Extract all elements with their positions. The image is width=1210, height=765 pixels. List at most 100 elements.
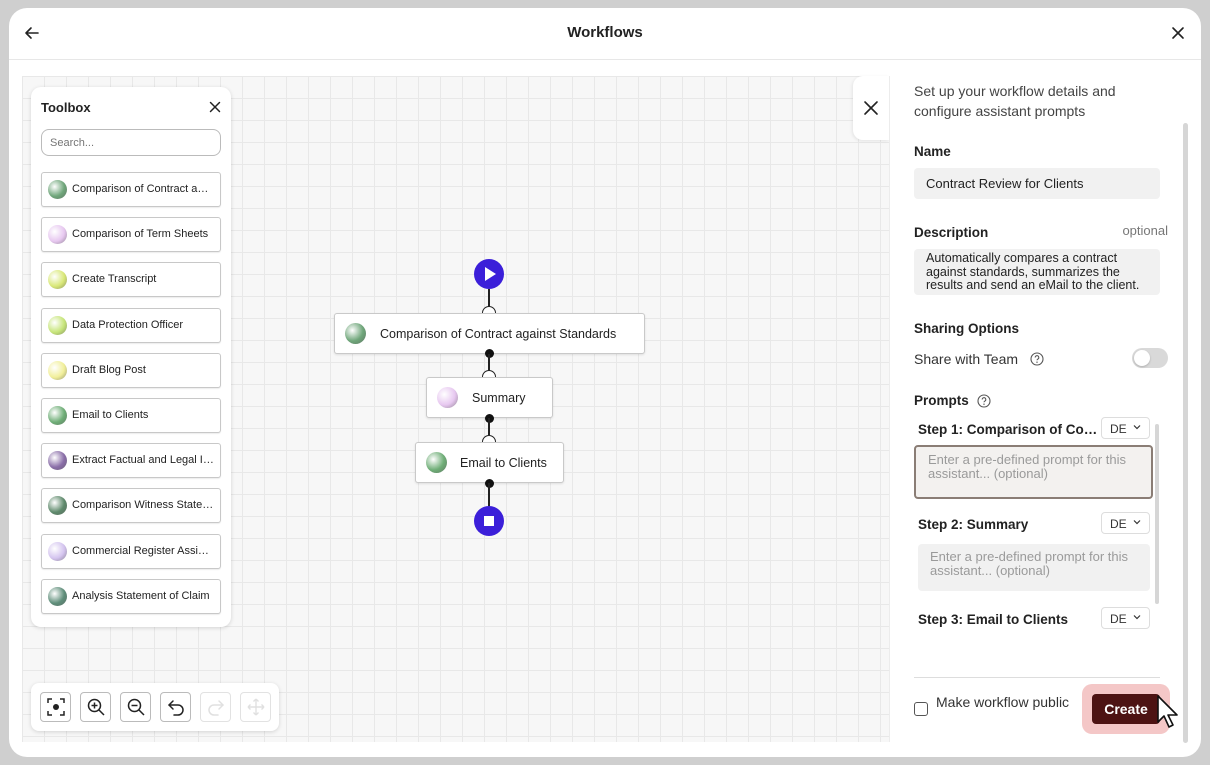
node-label: Comparison of Contract against Standards [380, 327, 617, 341]
toolbox-item[interactable]: Analysis Statement of Claim [41, 578, 221, 614]
toolbox-item[interactable]: Comparison Witness Statements [41, 488, 221, 524]
name-field[interactable]: Contract Review for Clients [914, 168, 1160, 199]
toolbox-item-label: Commercial Register Assistant [72, 544, 214, 557]
optional-label: optional [1122, 223, 1168, 238]
language-value: DE [1110, 422, 1127, 436]
move-button[interactable] [240, 692, 271, 722]
edge [488, 418, 490, 435]
toolbox-item[interactable]: Email to Clients [41, 397, 221, 433]
assistant-avatar [48, 225, 67, 245]
step-1-language-select[interactable]: DE [1101, 417, 1150, 439]
step-2-prompt-input[interactable]: Enter a pre-defined prompt for this assi… [918, 544, 1150, 591]
step-1-prompt-input[interactable]: Enter a pre-defined prompt for this assi… [914, 445, 1153, 499]
step-3-title: Step 3: Email to Clients [918, 612, 1069, 627]
toolbox-item[interactable]: Comparison of Contract against Standards [41, 172, 221, 207]
assistant-avatar [48, 586, 67, 606]
description-field[interactable]: Automatically compares a contract agains… [914, 249, 1160, 295]
chevron-down-icon [1133, 615, 1141, 620]
description-label: Description [914, 225, 989, 240]
toolbox-panel: Toolbox Comparison of Contract against S… [31, 87, 231, 627]
step-1-title: Step 1: Comparison of Contract against S… [918, 422, 1098, 437]
assistant-avatar [426, 452, 447, 473]
back-arrow-icon[interactable] [21, 22, 43, 44]
toolbox-item-label: Analysis Statement of Claim [72, 589, 210, 602]
assistant-avatar [48, 180, 67, 199]
toolbox-item[interactable]: Extract Factual and Legal Issues [41, 443, 221, 479]
toolbox-close-icon[interactable] [207, 99, 223, 115]
step-3-language-select[interactable]: DE [1101, 607, 1150, 629]
fit-view-button[interactable] [40, 692, 71, 722]
flow-node-email[interactable]: Email to Clients [415, 442, 564, 483]
make-public-label: Make workflow public [936, 694, 1070, 710]
divider [914, 677, 1160, 678]
fit-view-icon [46, 698, 65, 716]
chevron-down-icon [1133, 425, 1141, 430]
step-2-language-select[interactable]: DE [1101, 512, 1150, 534]
undo-button[interactable] [160, 692, 191, 722]
panel-subtitle: Set up your workflow details and configu… [914, 83, 1116, 119]
toolbox-item-label: Extract Factual and Legal Issues [72, 454, 214, 467]
end-node[interactable] [474, 506, 504, 536]
canvas-controls [31, 683, 279, 731]
zoom-out-button[interactable] [120, 692, 151, 722]
close-icon[interactable] [1167, 22, 1189, 44]
edge [488, 354, 490, 371]
prompts-label: Prompts [914, 393, 969, 408]
make-public-checkbox[interactable] [914, 702, 928, 716]
toolbox-list: Comparison of Contract against Standards… [41, 172, 221, 624]
prompts-scrollbar[interactable] [1155, 424, 1159, 604]
toolbox-item[interactable]: Create Transcript [41, 262, 221, 298]
sharing-options-label: Sharing Options [914, 321, 1020, 336]
toolbox-item[interactable]: Comparison of Term Sheets [41, 217, 221, 253]
mouse-cursor-icon [1157, 695, 1178, 728]
close-icon [864, 101, 878, 115]
assistant-avatar [48, 360, 67, 380]
flow-node-summary[interactable]: Summary [426, 377, 553, 418]
language-value: DE [1110, 517, 1127, 531]
toolbox-item-label: Data Protection Officer [72, 318, 184, 331]
edge [488, 289, 490, 307]
zoom-in-button[interactable] [80, 692, 111, 722]
toolbox-item-label: Create Transcript [72, 273, 157, 286]
toolbox-item-label: Comparison of Contract against Standards [72, 183, 214, 195]
redo-button[interactable] [200, 692, 231, 722]
zoom-out-icon [127, 698, 145, 716]
toolbox-item-label: Draft Blog Post [72, 363, 146, 376]
page-title: Workflows [567, 24, 643, 41]
assistant-avatar [48, 315, 67, 335]
node-label: Summary [472, 391, 526, 405]
toolbox-item[interactable]: Data Protection Officer [41, 307, 221, 343]
help-icon[interactable] [977, 394, 991, 413]
top-bar: Workflows [9, 8, 1201, 60]
toolbox-item[interactable]: Commercial Register Assistant [41, 533, 221, 569]
share-team-toggle[interactable] [1132, 348, 1168, 368]
name-label: Name [914, 144, 951, 159]
node-label: Email to Clients [460, 456, 547, 470]
start-node[interactable] [474, 259, 504, 289]
app-window: Workflows Toolbox Comparison of Contract… [9, 8, 1201, 757]
undo-icon [167, 700, 184, 716]
help-icon[interactable] [1030, 352, 1044, 371]
toolbox-search-input[interactable] [41, 129, 221, 156]
chevron-down-icon [1133, 520, 1141, 525]
panel-scrollbar[interactable] [1183, 123, 1188, 743]
assistant-avatar [48, 496, 67, 516]
toolbox-item[interactable]: Draft Blog Post [41, 352, 221, 388]
assistant-avatar [48, 270, 67, 290]
zoom-in-icon [87, 698, 105, 716]
edge [488, 483, 490, 507]
toolbox-item-label: Comparison Witness Statements [72, 499, 214, 512]
toolbox-item-label: Comparison of Term Sheets [72, 228, 209, 241]
flow-node-contract-comparison[interactable]: Comparison of Contract against Standards [334, 313, 645, 354]
toolbox-item-label: Email to Clients [72, 408, 149, 421]
output-handle[interactable] [484, 349, 494, 358]
assistant-avatar [437, 387, 458, 408]
toolbox-title: Toolbox [41, 100, 91, 115]
assistant-avatar [48, 451, 67, 471]
panel-close-button[interactable] [853, 76, 889, 140]
language-value: DE [1110, 612, 1127, 626]
assistant-avatar [48, 541, 67, 561]
workflow-settings-panel: Set up your workflow details and configu… [889, 76, 1190, 743]
create-button[interactable]: Create [1092, 694, 1160, 724]
assistant-avatar [345, 323, 366, 344]
